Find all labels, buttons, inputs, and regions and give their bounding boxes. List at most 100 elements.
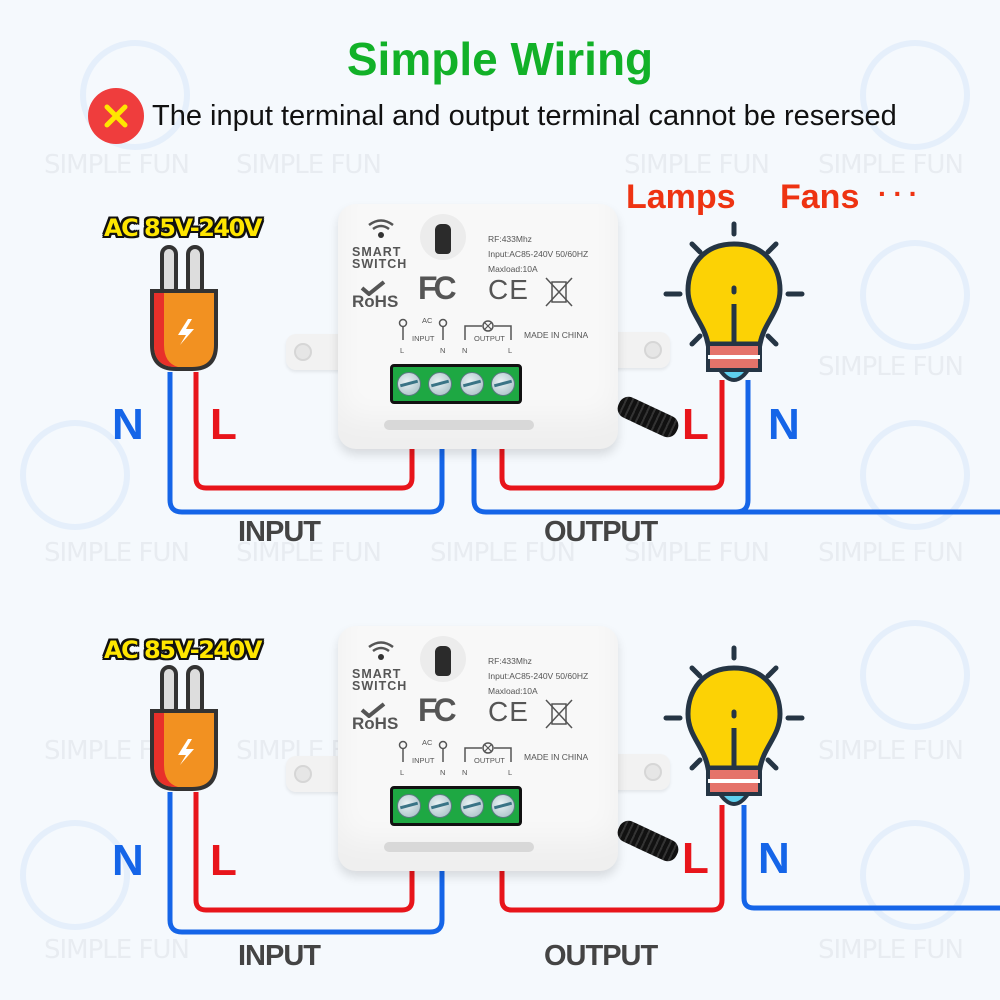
terminal-screw[interactable]	[396, 372, 421, 396]
page-title: Simple Wiring	[346, 33, 654, 85]
warning-notice: The input terminal and output terminal c…	[88, 88, 897, 144]
watermark-logo	[860, 240, 970, 350]
top-load-neutral-wire	[735, 380, 751, 515]
made-in-label: MADE IN CHINA	[524, 330, 589, 340]
terminal-diagram-icon	[398, 318, 512, 340]
terminal-block	[390, 364, 522, 404]
spec-rf: RF:433Mhz	[488, 656, 532, 666]
smart-switch-device: SMART SWITCH RF:433Mhz Input:AC85-240V 5…	[286, 204, 670, 454]
light-bulb-icon	[663, 221, 805, 382]
input-label: INPUT	[238, 940, 321, 972]
ac-label: AC	[422, 738, 433, 747]
terminal-label: N	[440, 346, 446, 355]
spec-input: Input:AC85-240V 50/60HZ	[488, 249, 589, 259]
load-label-lamps: Lamps	[626, 178, 736, 216]
terminal-block	[390, 786, 522, 826]
terminal-screw[interactable]	[396, 794, 421, 818]
top-output-neutral-wire	[471, 440, 1000, 515]
watermark-logo	[860, 620, 970, 730]
device-brand: SMART SWITCH	[352, 667, 408, 693]
watermark-logo	[20, 820, 130, 930]
mounting-tab-left	[286, 756, 346, 792]
terminal-screw[interactable]	[491, 372, 516, 396]
terminal-screw[interactable]	[459, 794, 484, 818]
terminal-label: L	[400, 768, 405, 777]
watermark-logo	[860, 820, 970, 930]
weee-bin-icon	[545, 699, 573, 729]
watermark-logo	[80, 40, 190, 150]
power-plug-icon	[150, 245, 218, 371]
x-circle-icon	[88, 88, 144, 144]
terminal-screw[interactable]	[491, 794, 516, 818]
load-neutral-label: N	[768, 400, 800, 449]
terminal-label: L	[508, 346, 513, 355]
checkmark-icon	[360, 280, 386, 296]
terminal-label: N	[462, 346, 468, 355]
device-input-label: INPUT	[412, 334, 435, 343]
wifi-icon	[368, 219, 394, 238]
terminal-screw[interactable]	[428, 794, 453, 818]
bottom-output-live-wire	[499, 805, 725, 913]
watermark-text: SIMPLE FUN	[624, 150, 770, 180]
terminal-label: L	[400, 346, 405, 355]
voltage-label: AC 85V-240V	[104, 214, 262, 242]
wire-slot	[384, 420, 534, 430]
device-output-label: OUTPUT	[474, 756, 505, 765]
bottom-input-live-wire	[193, 792, 415, 913]
watermark-logo	[20, 420, 130, 530]
wire-slot	[384, 842, 534, 852]
terminal-screw[interactable]	[428, 372, 453, 396]
watermark-text: SIMPLE FUN	[818, 150, 964, 180]
fcc-mark: FC	[418, 270, 457, 306]
spec-input: Input:AC85-240V 50/60HZ	[488, 671, 589, 681]
mounting-hole	[294, 765, 312, 783]
mounting-tab-left	[286, 334, 346, 370]
watermark-text: SIMPLE FUN	[430, 538, 576, 568]
mounting-hole	[294, 343, 312, 361]
watermark-text: SIMPLE FUN	[818, 736, 964, 766]
terminal-diagram-icon	[398, 740, 512, 762]
spec-maxload: Maxload:10A	[488, 686, 538, 696]
output-label: OUTPUT	[544, 940, 658, 972]
load-live-label: L	[682, 400, 709, 449]
pairing-button[interactable]	[435, 224, 451, 254]
wifi-icon	[368, 641, 394, 660]
top-wires	[167, 372, 1000, 515]
watermark-text: SIMPLE FUN	[236, 150, 382, 180]
ce-mark: CE	[488, 274, 529, 305]
mounting-hole	[644, 763, 662, 781]
rohs-mark: RoHS	[352, 292, 399, 311]
voltage-label: AC 85V-240V	[104, 636, 262, 664]
watermark-text: SIMPLE FUN	[818, 935, 964, 965]
pairing-button[interactable]	[435, 646, 451, 676]
source-live-label: L	[210, 400, 237, 449]
device-brand: SMART SWITCH	[352, 245, 408, 271]
source-neutral-label: N	[112, 836, 144, 885]
input-label: INPUT	[238, 516, 321, 548]
watermark-text: SIMPLE FUN	[44, 538, 190, 568]
load-label-ellipsis: ···	[878, 178, 924, 209]
output-label: OUTPUT	[544, 516, 658, 548]
spec-maxload: Maxload:10A	[488, 264, 538, 274]
rohs-mark: RoHS	[352, 714, 399, 733]
notice-text: The input terminal and output terminal c…	[152, 99, 897, 132]
mounting-hole	[644, 341, 662, 359]
top-output-live-wire	[499, 380, 725, 491]
top-input-live-wire	[193, 372, 415, 491]
device-output-label: OUTPUT	[474, 334, 505, 343]
watermark-text: SIMPLE FUN	[818, 352, 964, 382]
bottom-load-neutral-wire	[741, 805, 1000, 911]
spec-rf: RF:433Mhz	[488, 234, 532, 244]
terminal-screw[interactable]	[459, 372, 484, 396]
bottom-wires	[167, 792, 1000, 935]
top-input-neutral-wire	[167, 372, 445, 515]
source-live-label: L	[210, 836, 237, 885]
mounting-tab-right	[610, 332, 670, 368]
mounting-tab-right	[610, 754, 670, 790]
device-input-label: INPUT	[412, 756, 435, 765]
watermark-text: SIMPLE FUN	[44, 935, 190, 965]
load-neutral-label: N	[758, 834, 790, 883]
fcc-mark: FC	[418, 692, 457, 728]
watermark-logo	[860, 40, 970, 150]
